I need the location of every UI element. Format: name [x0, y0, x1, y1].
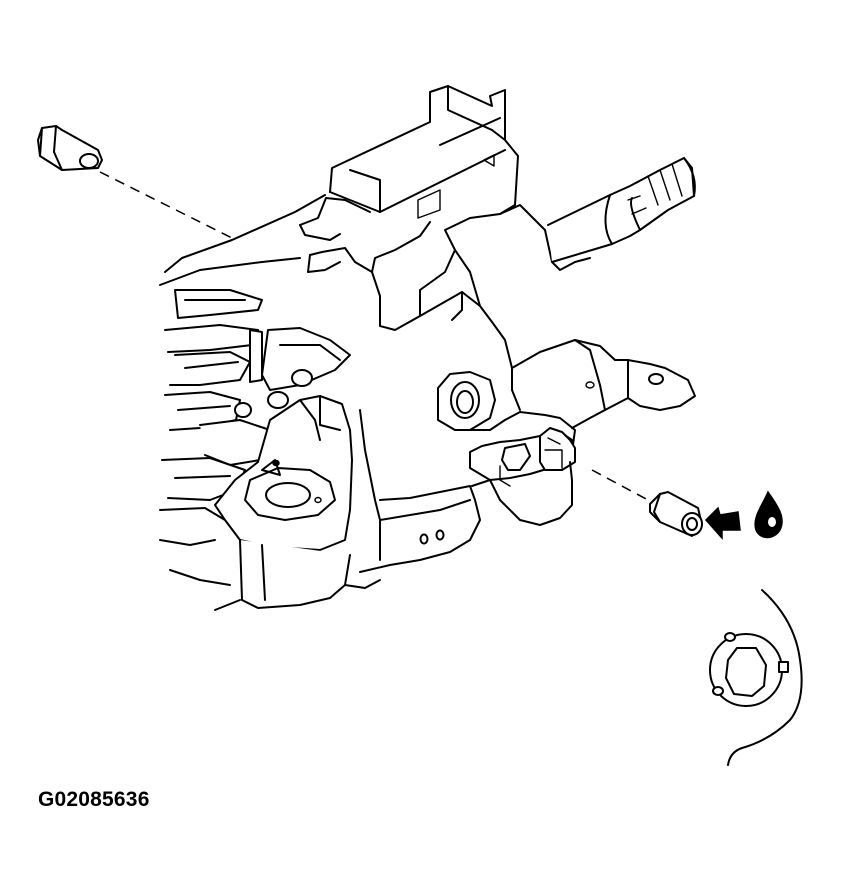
- figure-id-label: G02085636: [38, 788, 150, 811]
- lower-bushing-group: [592, 470, 782, 538]
- lower-bushing-guide-line: [592, 470, 648, 500]
- oil-drop-highlight: [768, 517, 776, 527]
- steering-column-housing: [160, 86, 695, 610]
- bushing-end-detail-icon: [710, 633, 788, 706]
- upper-bushing-guide-line: [100, 172, 232, 238]
- cylindrical-bushing-icon: [38, 126, 102, 170]
- arrow-left-icon: [706, 508, 740, 538]
- upper-bushing: [38, 126, 232, 238]
- bushing-end-detail-view: [710, 590, 802, 765]
- cylindrical-bushing-icon: [650, 492, 702, 536]
- detail-break-line: [728, 590, 802, 765]
- oil-drop-icon: [755, 492, 782, 538]
